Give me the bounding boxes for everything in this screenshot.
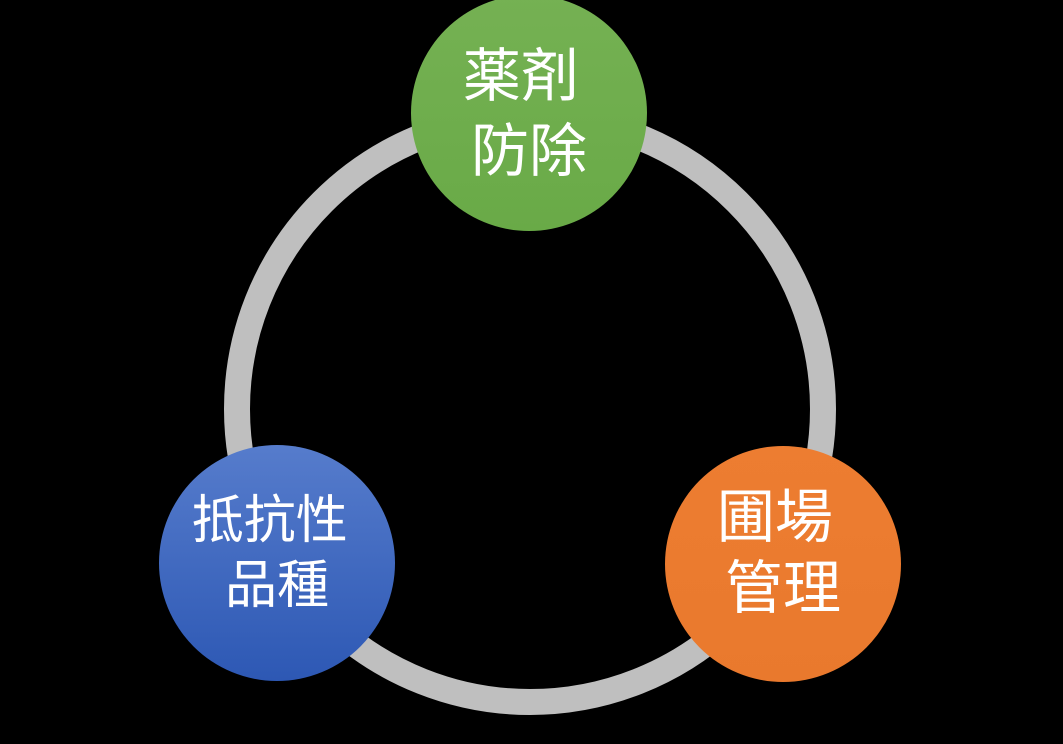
node-field-management: 圃場 管理 (665, 446, 901, 682)
node-resistant-varieties-label: 抵抗性 品種 (192, 492, 362, 615)
node-resistant-varieties-circle (159, 445, 395, 681)
node-field-management-label-line2: 管理 (725, 556, 841, 621)
node-field-management-label-line1: 圃場 (717, 485, 833, 550)
node-chemical-control-label-line1: 薬剤 (463, 44, 579, 109)
node-chemical-control-label-line2: 防除 (471, 119, 587, 184)
node-resistant-varieties-label-line1: 抵抗性 (192, 492, 348, 550)
node-chemical-control: 薬剤 防除 (411, 0, 647, 231)
node-resistant-varieties-label-line2: 品種 (225, 557, 329, 615)
node-chemical-control-circle (411, 0, 647, 231)
node-field-management-circle (665, 446, 901, 682)
node-field-management-label: 圃場 管理 (717, 485, 849, 621)
node-resistant-varieties: 抵抗性 品種 (159, 445, 395, 681)
node-chemical-control-label: 薬剤 防除 (463, 44, 595, 184)
